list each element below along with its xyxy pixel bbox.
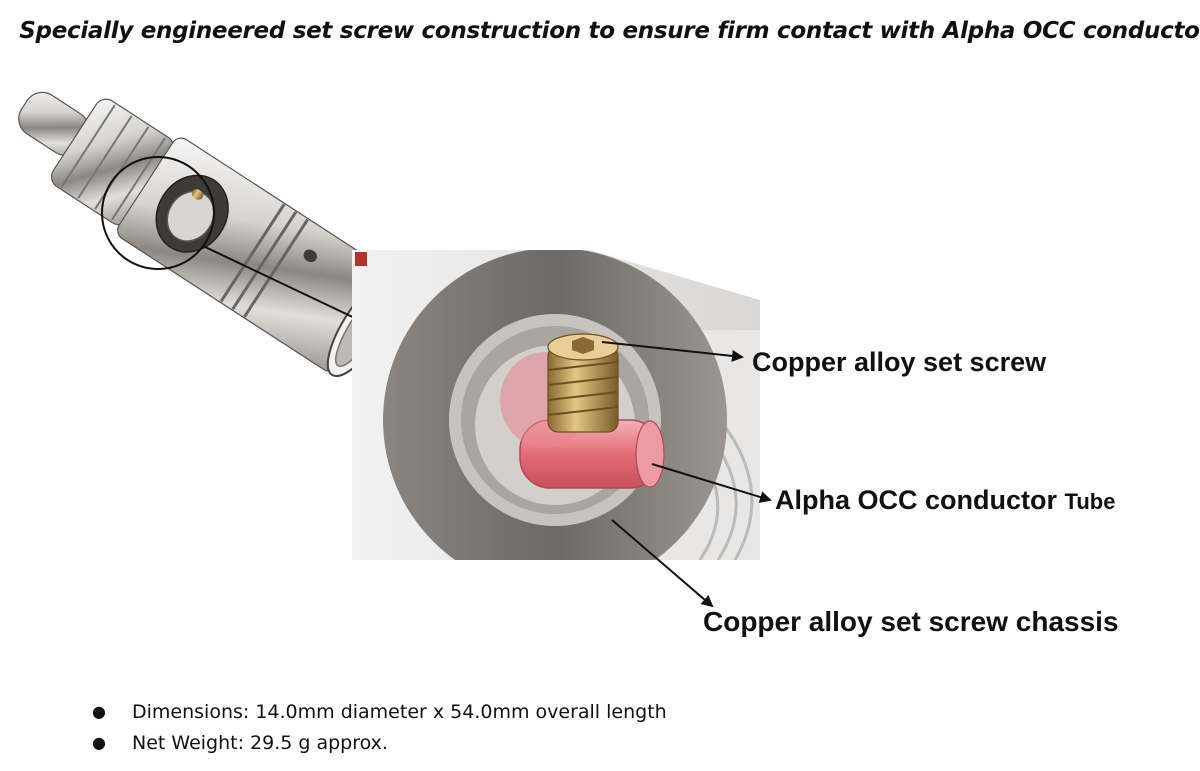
arrow-conductor	[651, 463, 772, 503]
connector-overview	[18, 91, 402, 378]
arrow-chassis	[611, 519, 714, 608]
label-set-screw: Copper alloy set screw	[752, 347, 1047, 377]
label-conductor-main: Alpha OCC conductor	[775, 485, 1057, 515]
cross-section-detail	[352, 250, 760, 560]
label-chassis: Copper alloy set screw chassis	[703, 606, 1119, 637]
spec-item-weight: ●Net Weight: 29.5 g approx.	[92, 732, 388, 754]
headline: Specially engineered set screw construct…	[19, 18, 1200, 44]
label-conductor-suffix: Tube	[1064, 489, 1116, 514]
magnify-circle	[101, 156, 215, 270]
spec-list: ●Dimensions: 14.0mm diameter x 54.0mm ov…	[92, 698, 667, 760]
spec-item-dimensions: ●Dimensions: 14.0mm diameter x 54.0mm ov…	[92, 701, 667, 723]
label-conductor: Alpha OCC conductor Tube	[775, 485, 1115, 516]
magnify-arrow	[202, 245, 382, 332]
arrow-set-screw	[601, 341, 744, 362]
